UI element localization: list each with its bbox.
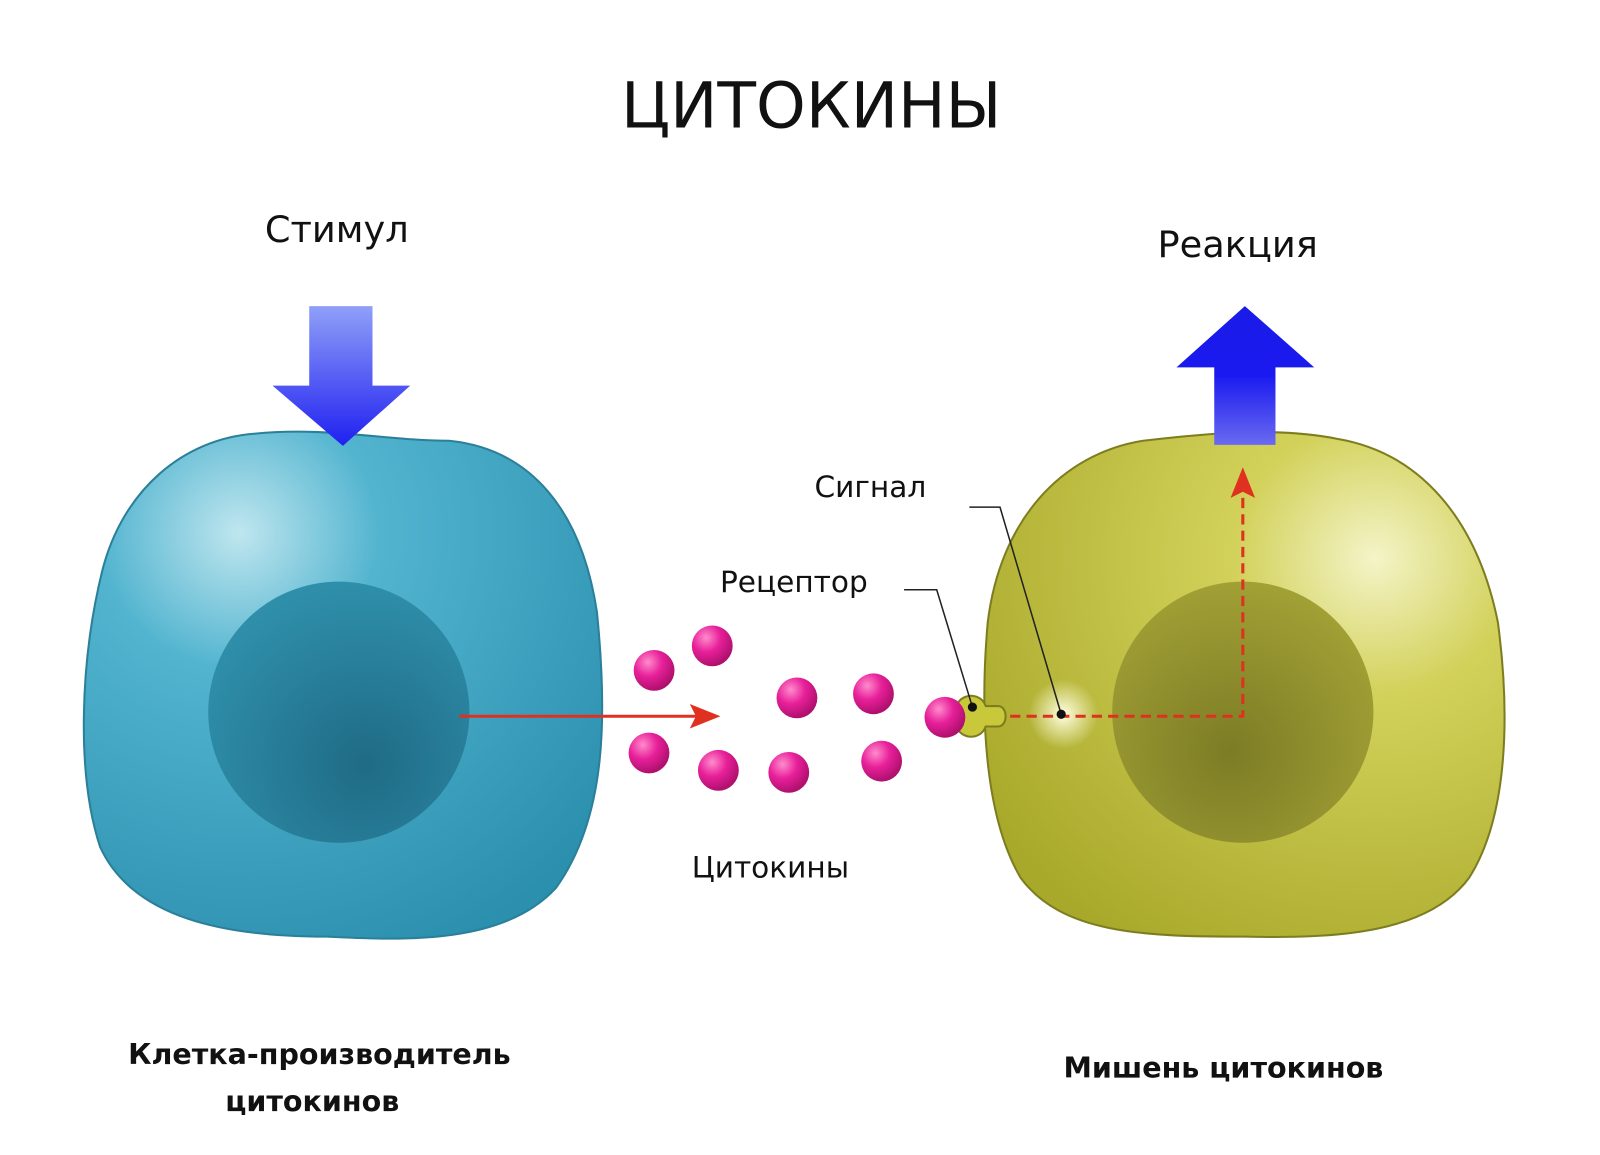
cytokine-particle [628,732,670,774]
receptor-label: Рецептор [720,565,868,599]
signal-dot [1056,709,1066,719]
cytokine-particle [861,740,903,782]
target-cell-label: Мишень цитокинов [1063,1050,1383,1084]
secretion-arrow [459,704,721,729]
bound-cytokine [924,696,966,738]
producer-cell-label-line2: цитокинов [225,1084,399,1118]
producer-cell-label: Клетка-производитель [128,1037,511,1071]
producer-cell [82,430,604,940]
stimulus-arrow-icon [272,306,411,446]
stimulus-label: Стимул [265,208,409,251]
cytokines-label: Цитокины [692,850,849,884]
producer-nucleus [208,581,470,843]
receptor-dot [967,702,978,712]
signal-pathway-arrow [1010,467,1256,718]
receptor-leader-line [904,588,974,708]
cytokine-particle [691,625,733,667]
cytokine-particles [628,625,966,793]
reaction-arrow-icon [1176,306,1315,445]
signal-leader-line [969,506,1062,715]
target-cell [983,431,1506,939]
cytokine-particle [697,749,739,791]
signal-label: Сигнал [815,470,927,504]
reaction-label: Реакция [1158,223,1318,266]
diagram-title: ЦИТОКИНЫ [621,69,1001,143]
cytokine-particle [768,751,810,793]
cytokine-particle [776,677,818,719]
cytokine-particle [853,673,894,715]
cytokine-particle [633,649,675,691]
